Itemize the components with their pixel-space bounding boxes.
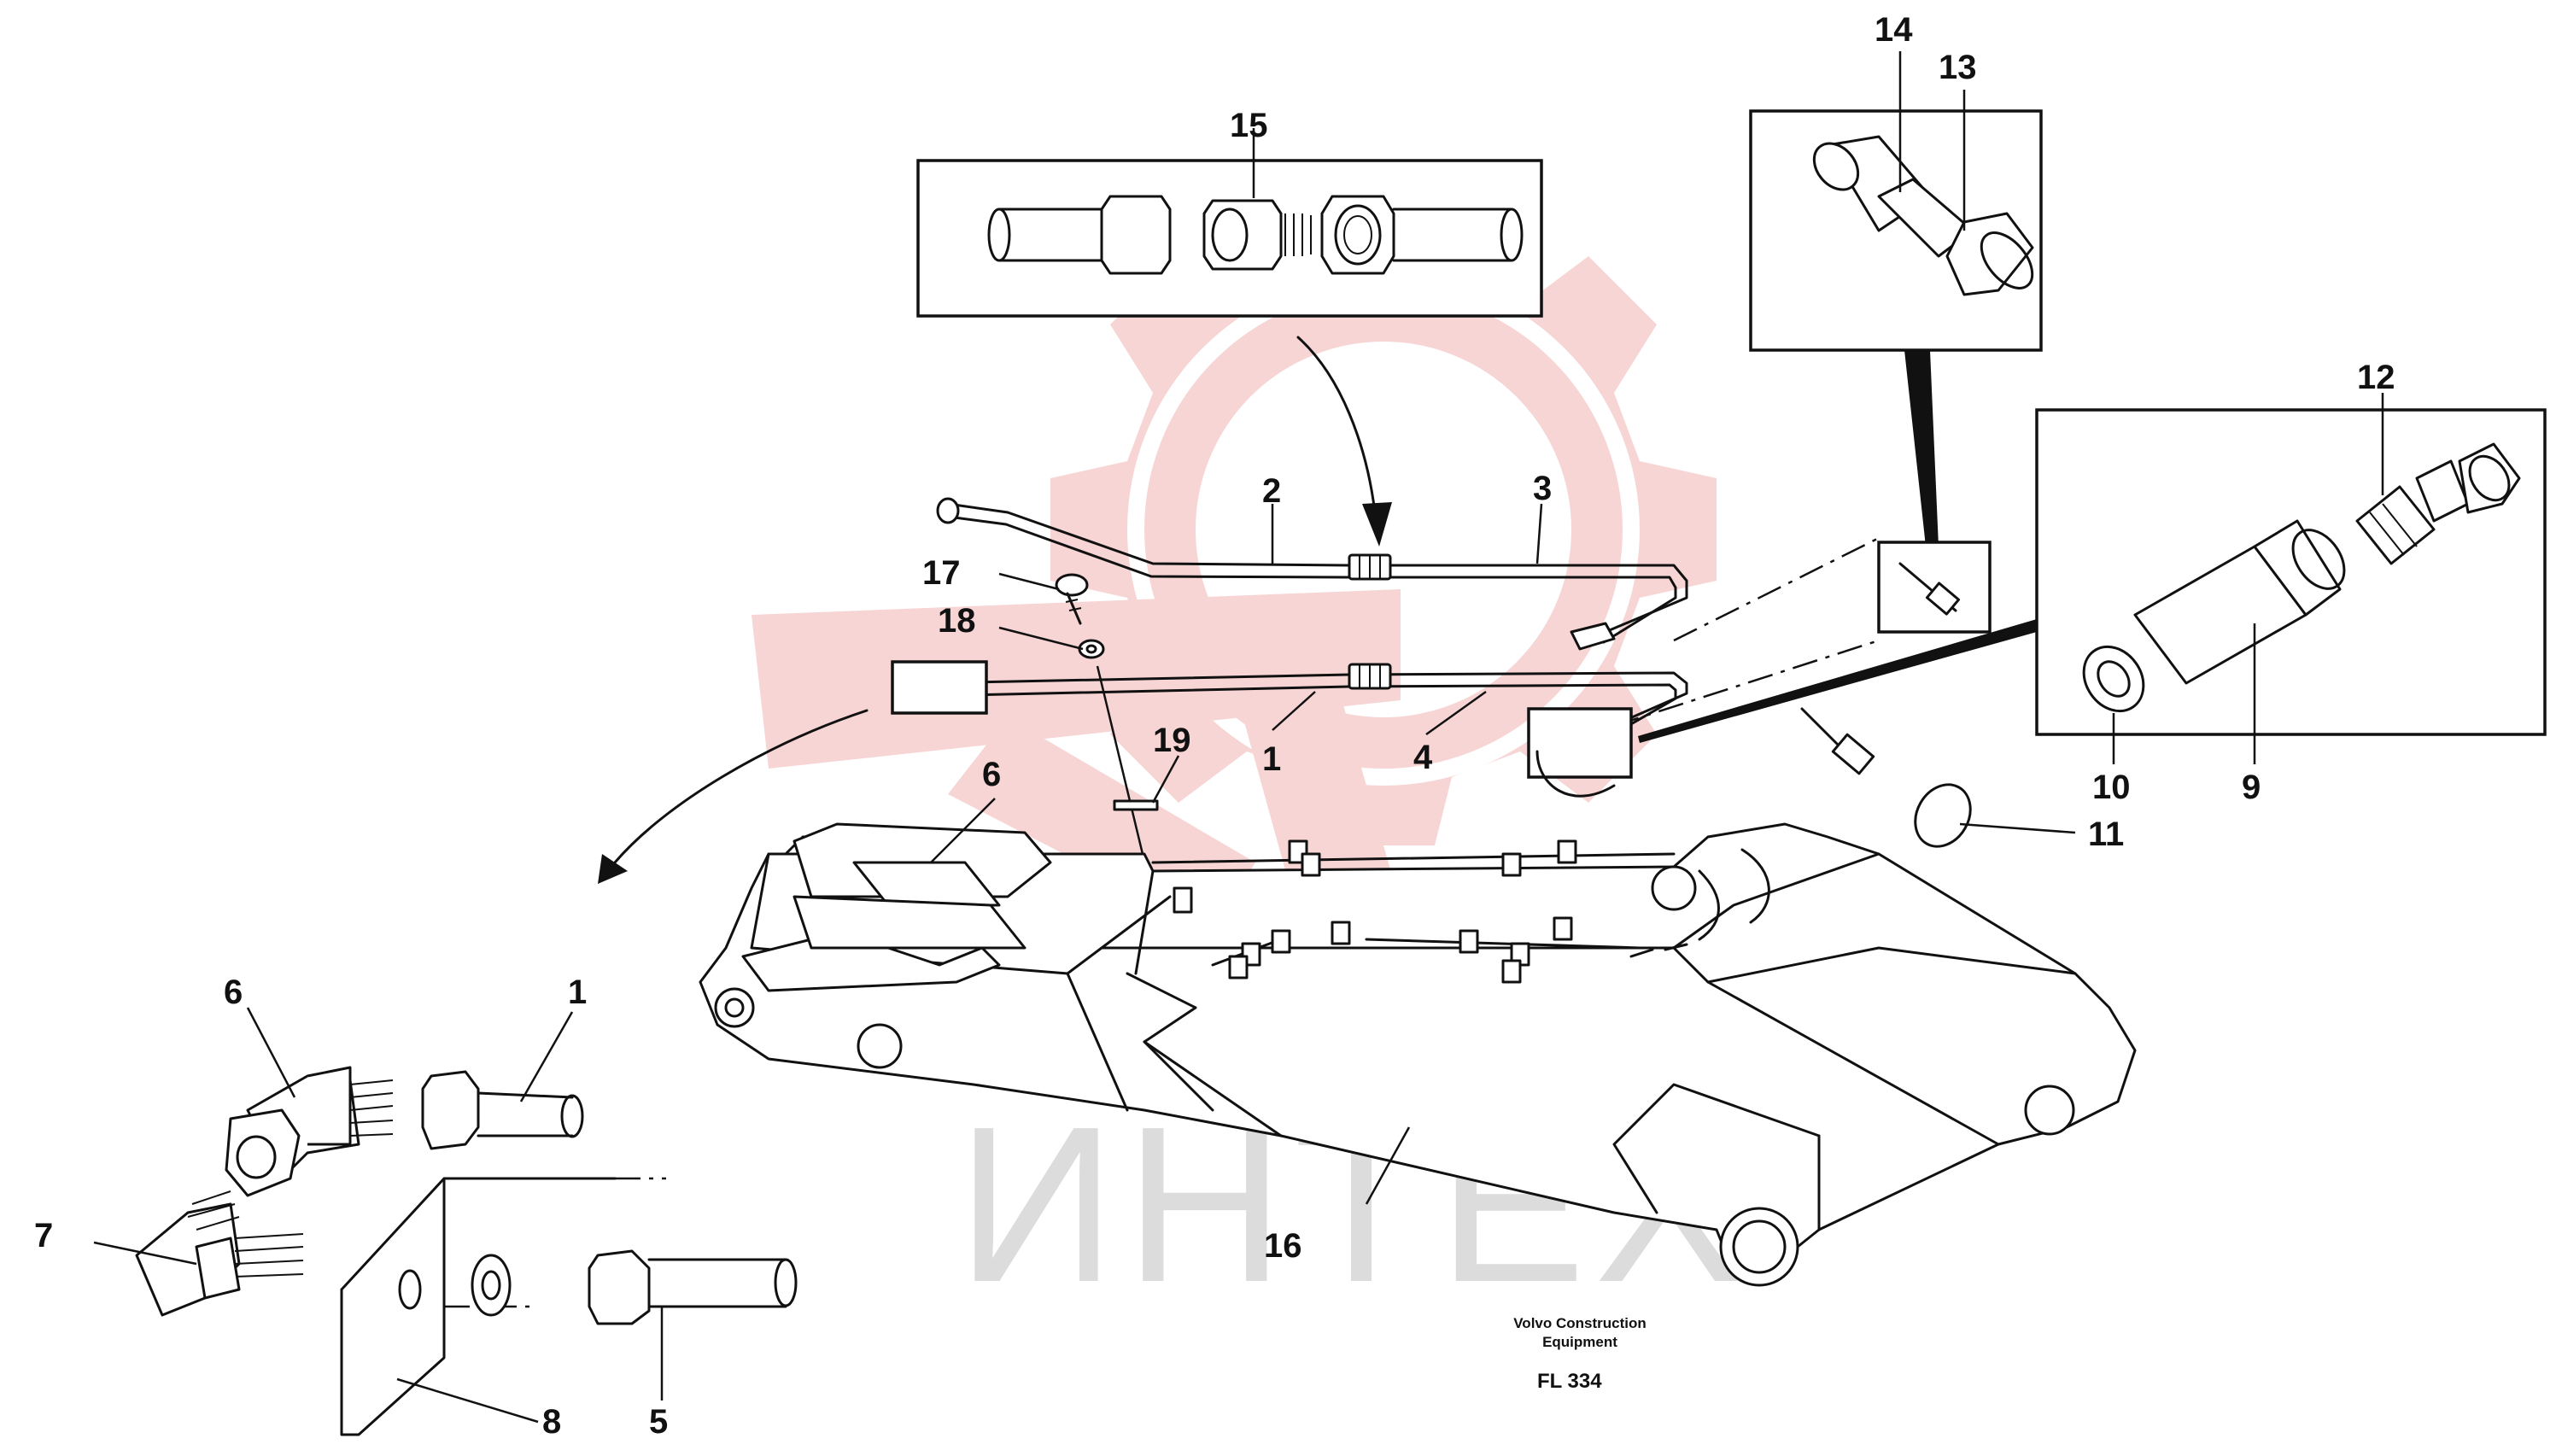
callout-13: 13 — [1939, 49, 1977, 86]
pointer-wedge-fitting — [1638, 619, 2037, 743]
callout-8: 8 — [542, 1403, 561, 1441]
callout-7: 7 — [34, 1217, 53, 1254]
inset-union-detail — [916, 128, 1543, 318]
fitting-cap — [2458, 442, 2521, 514]
pipe-end-right — [1392, 208, 1524, 262]
caption-code: FL 334 — [1537, 1370, 1602, 1393]
elbow-6 — [225, 1066, 394, 1197]
callout-10: 10 — [2092, 769, 2131, 806]
pointer-wedge-pin — [1904, 350, 1939, 547]
elbow-7 — [135, 1190, 304, 1317]
callout-2: 2 — [1262, 472, 1281, 510]
ring-11 — [1914, 783, 1972, 848]
callout-3: 3 — [1533, 470, 1552, 507]
callout-19: 19 — [1153, 722, 1191, 759]
pointer-arrow-union — [1296, 336, 1392, 547]
nut-and-pipe-1 — [421, 1070, 584, 1150]
clamp-blocks — [1173, 839, 1577, 984]
callout-9: 9 — [2242, 769, 2261, 806]
boom-16 — [699, 822, 2137, 1287]
callout-14: 14 — [1875, 11, 1913, 49]
fitting-adapter — [2355, 459, 2470, 565]
leader-lines — [930, 503, 1543, 1205]
callout-15: 15 — [1230, 107, 1268, 144]
small-pin — [1800, 707, 1875, 775]
union-nipple — [1202, 199, 1312, 271]
pointer-arrow-left-detail — [598, 709, 869, 884]
callout-12: 12 — [2357, 359, 2395, 396]
callout-5: 5 — [649, 1403, 668, 1441]
callout-6-left: 6 — [224, 974, 243, 1011]
caption-maker-line1: Volvo Construction — [1513, 1315, 1646, 1331]
callout-1-top: 1 — [1262, 740, 1281, 778]
inset-fitting-detail — [2035, 393, 2547, 764]
callout-18: 18 — [938, 602, 976, 640]
inset-pin-detail — [1749, 51, 2043, 352]
callout-11: 11 — [2088, 816, 2124, 853]
fitting-clip — [2082, 645, 2145, 713]
pin-19 — [1113, 799, 1159, 811]
nut-and-pipe-5 — [471, 1249, 798, 1325]
watermark-logo — [752, 213, 1717, 1102]
bracket-8 — [340, 1177, 666, 1436]
fitting-body — [2133, 519, 2346, 685]
washer-18 — [1078, 639, 1105, 659]
callout-4: 4 — [1413, 739, 1433, 776]
dashed-routing-lines — [1527, 536, 1880, 798]
callout-17: 17 — [922, 554, 961, 592]
lower-left-detail — [93, 1007, 798, 1436]
union-nut — [1320, 195, 1395, 275]
pipe-end-left — [987, 195, 1172, 275]
caption-maker-line2: Equipment — [1542, 1334, 1617, 1350]
callout-6-top: 6 — [982, 756, 1001, 793]
callout-1-left: 1 — [568, 974, 587, 1011]
small-detail-box — [1877, 541, 1992, 634]
bolt-17 — [1055, 573, 1089, 625]
callout-16: 16 — [1264, 1227, 1302, 1265]
